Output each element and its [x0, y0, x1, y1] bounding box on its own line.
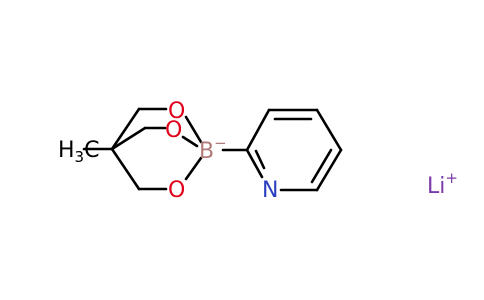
ring-double-n-c2: [254, 149, 266, 170]
oxygen-top-label: O: [168, 99, 185, 124]
pyridine-ring: [245, 108, 343, 192]
bond-c-ch2-top: [110, 107, 141, 151]
ring-bond-c5-c6: [315, 148, 343, 192]
bond-group: [82, 107, 249, 191]
ring-bond-c2-c3: [245, 108, 271, 152]
bond-c-ch2-bot: [110, 147, 141, 191]
boron-symbol: B: [199, 139, 214, 164]
bond-c-ch2-mid: [110, 126, 147, 151]
bond-o-bot-b: [184, 156, 203, 181]
boron-label: B−: [199, 134, 227, 164]
ring-double-c5-c6: [310, 148, 333, 184]
nitrogen-label: N: [262, 178, 278, 203]
bond-o-top-b: [184, 115, 203, 144]
ring-bond-c4-c5: [315, 108, 343, 152]
lithium-symbol: Li: [427, 174, 445, 199]
ring-bond-n-c2: [245, 148, 264, 179]
methyl-label: H3C: [58, 138, 99, 166]
boron-charge: −: [214, 134, 227, 152]
methyl-c: C: [84, 138, 99, 163]
oxygen-bottom-label: O: [168, 178, 185, 203]
bond-o-mid-b: [181, 135, 199, 148]
oxygen-middle-label: O: [165, 118, 182, 143]
methyl-subscript: 3: [75, 148, 85, 166]
lithium-charge: +: [445, 169, 458, 187]
lithium-label: Li+: [427, 169, 458, 199]
methyl-h: H: [58, 138, 75, 163]
